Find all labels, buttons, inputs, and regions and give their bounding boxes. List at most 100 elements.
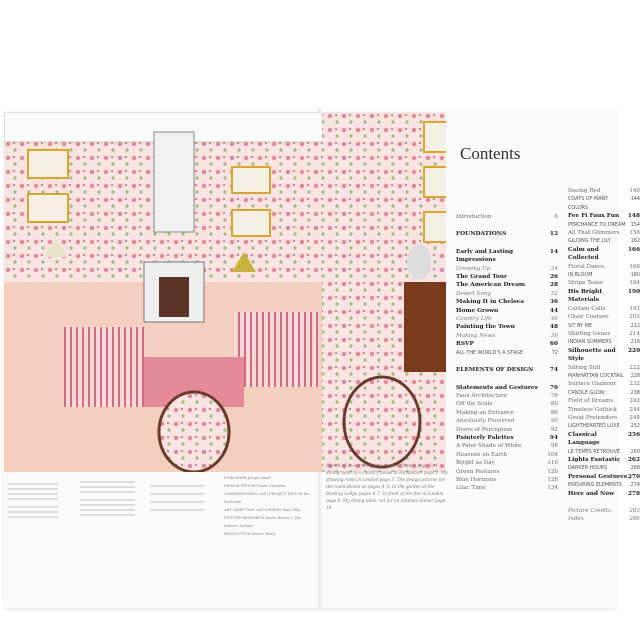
entry-title: Curtain Calls xyxy=(568,305,606,312)
entry-title: FOUNDATIONS xyxy=(456,231,507,238)
entry-title: Great Pretenders xyxy=(568,414,618,421)
entry-title: Personal Gestures xyxy=(568,473,628,480)
entry-title: Sitting Still xyxy=(568,364,601,371)
entry-page: 283 xyxy=(629,508,640,515)
entry-title: Country Life xyxy=(456,316,492,323)
entry-page: 158 xyxy=(629,230,640,237)
firebox xyxy=(159,277,189,317)
entry-page: 212 xyxy=(630,322,640,329)
entry-title: His Bright Materials xyxy=(568,288,603,304)
entry-title: Index xyxy=(568,516,584,523)
entry-title: Silhouette and Style xyxy=(568,347,616,363)
entry-page: 80 xyxy=(550,401,558,408)
bust xyxy=(407,244,431,280)
entry-page: 268 xyxy=(630,465,640,472)
entry-title: Lights Fantastic xyxy=(568,457,621,463)
entry-page: 14 xyxy=(549,248,558,255)
entry-page: 60 xyxy=(549,341,558,348)
imprint-text-1 xyxy=(8,480,58,521)
entry-title: Growing Up xyxy=(456,265,491,272)
entry-title: Doors of Perception xyxy=(456,426,513,433)
entry-title: Picture Credits xyxy=(568,508,612,515)
credit-line: COMMISSIONING AND PROJECT EDITOR Zia Mat… xyxy=(224,492,310,504)
entry-page: 32 xyxy=(550,290,558,297)
entry-title: Faux Architecture xyxy=(456,392,508,399)
contents-entry: Desert Song 32 xyxy=(456,290,558,298)
entry-page: 180 xyxy=(630,272,640,279)
entry-page: 126 xyxy=(547,476,558,483)
entry-title: Field of Dreams xyxy=(568,398,614,405)
entry-title: Green Pastures xyxy=(456,468,500,475)
entry-title: PERCHANCE TO DREAM xyxy=(568,221,626,228)
entry-title: Introduction xyxy=(456,214,492,220)
contents-entry: Off the Scale 80 xyxy=(456,400,558,408)
entry-title: DARKER HOURS xyxy=(568,465,608,472)
entry-title: Here and Now xyxy=(568,490,615,497)
credit-line: PRODUCTION Maeve Healy xyxy=(224,532,276,536)
floral-armchair xyxy=(157,390,231,472)
entry-page: 242 xyxy=(629,398,640,405)
entry-page: 48 xyxy=(549,324,558,331)
entry-page: 232 xyxy=(629,381,640,388)
entry-page: 94 xyxy=(549,434,558,441)
floral-armchair-right xyxy=(342,375,422,469)
entry-page: 202 xyxy=(629,314,640,321)
contents-group: Introduction 6 xyxy=(456,213,558,221)
striped-chair-right xyxy=(234,312,319,387)
entry-page: 46 xyxy=(550,316,558,323)
contents-entry: IN BLOOM 180 xyxy=(568,271,640,279)
contents-entry: The American Dream 28 xyxy=(456,281,558,289)
entry-page: 120 xyxy=(547,468,558,475)
entry-page: 134 xyxy=(547,485,558,492)
entry-page: 28 xyxy=(549,282,558,289)
entry-title: Fee Fi Faux Fun xyxy=(568,213,620,220)
entry-page: 216 xyxy=(630,339,640,346)
entry-title: Off the Scale xyxy=(456,401,493,408)
entry-title: Heavens on Earth xyxy=(456,451,507,458)
entry-title: A Paler Shade of White xyxy=(456,443,522,450)
entry-title: LIGHTHEARTED LUXE xyxy=(568,423,620,430)
entry-page: 238 xyxy=(630,389,640,396)
entry-page: 6 xyxy=(554,214,558,220)
entry-title: Desert Song xyxy=(456,290,492,297)
contents-title: Contents xyxy=(460,144,521,163)
entry-title: Stripe Tease xyxy=(568,280,604,287)
entry-title: Home Grown xyxy=(456,307,499,314)
entry-page: 144 xyxy=(630,196,640,203)
entry-page: 260 xyxy=(630,448,640,455)
entry-page: 214 xyxy=(629,330,640,337)
entry-title: RSVP xyxy=(456,341,474,348)
entry-title: IN BLOOM xyxy=(568,272,593,279)
entry-title: The American Dream xyxy=(456,282,525,289)
entry-title: Making It in Chelsea xyxy=(456,299,524,306)
credit-line: SENIOR EDITOR Claire Chandler xyxy=(224,484,286,488)
entry-page: 74 xyxy=(549,367,558,374)
interior-illustration xyxy=(4,112,446,472)
entry-page: 56 xyxy=(550,332,558,339)
entry-page: 24 xyxy=(550,265,558,272)
